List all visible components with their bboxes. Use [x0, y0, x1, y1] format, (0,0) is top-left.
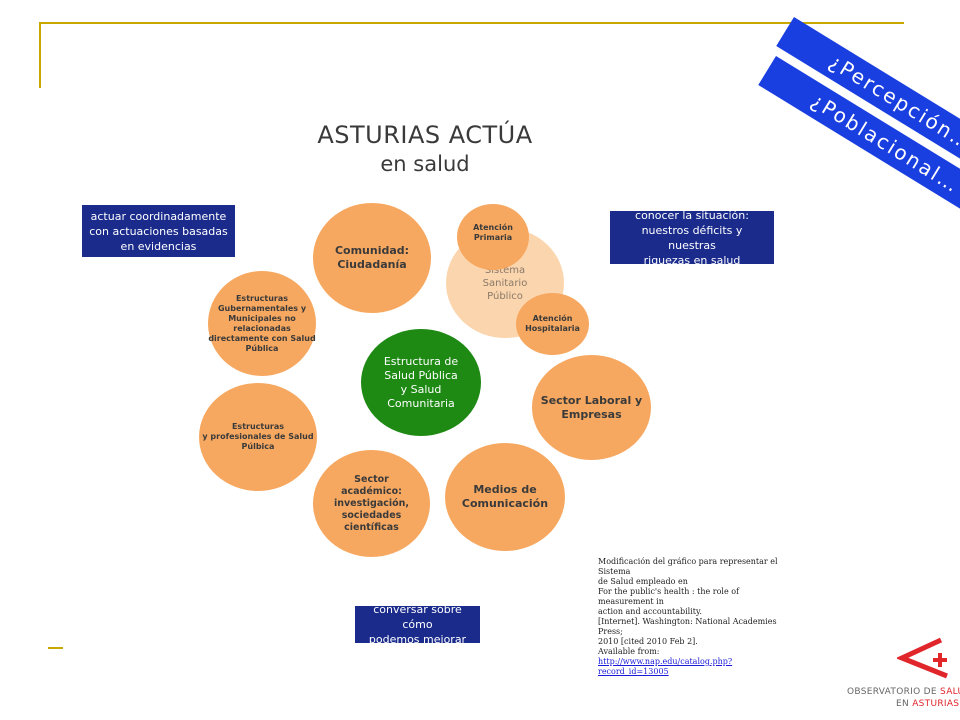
node-hospitalaria-line: Atención	[532, 314, 573, 323]
node-sector-laboral: Sector Laboral y Empresas	[532, 355, 651, 460]
box-conversar-line: podemos mejorar	[368, 633, 467, 646]
ribbon-area: ¿Percepción… ? ¿Poblacional… ?	[0, 0, 960, 210]
title-line-2: en salud	[380, 152, 470, 176]
box-actuar-line: actuar coordinadamente	[90, 209, 227, 223]
title-line-1: ASTURIAS ACTÚA	[317, 121, 533, 149]
node-prof-line: Púlbica	[241, 442, 275, 451]
node-sistema-line: Sistema	[484, 264, 526, 276]
node-central-line: Estructura de	[383, 354, 459, 368]
node-hospitalaria-line: Hospitalaria	[525, 324, 580, 333]
node-laboral-line: Sector Laboral y	[540, 393, 643, 407]
observatorio-logo: OBSERVATORIO DE SALUD EN ASTURIAS	[847, 636, 960, 714]
reference-line: [Internet]. Washington: National Academi…	[598, 617, 777, 636]
node-laboral-line: Empresas	[561, 407, 622, 421]
reference-line: Modificación del gráfico para representa…	[598, 557, 778, 576]
logo-line-1: OBSERVATORIO DE SALUD	[847, 687, 960, 697]
reference-line: action and accountability.	[598, 607, 702, 616]
box-conocer-line: conocer la situación:	[635, 208, 749, 222]
frame-top-rule	[40, 22, 904, 24]
box-conversar: conversar sobre cómo podemos mejorar	[355, 603, 480, 646]
node-estructura-salud-publica: Estructura de Salud Pública y Salud Comu…	[361, 329, 481, 436]
reference-line: de Salud empleado en	[598, 577, 688, 586]
node-medios-line: Comunicación	[461, 497, 549, 510]
frame-left-rule	[39, 22, 41, 88]
node-central-line: y Salud	[400, 382, 442, 396]
logo-line-2-prefix: EN	[896, 699, 913, 709]
node-primaria-line: Primaria	[473, 233, 513, 242]
reference-available-line: Available from: http://www.nap.edu/catal…	[598, 647, 788, 667]
box-conversar-line: conversar sobre cómo	[373, 603, 462, 631]
node-gub-line: Municipales no relacionadas	[228, 313, 296, 333]
node-comunidad-line: Comunidad:	[334, 244, 410, 257]
logo-line-1-prefix: OBSERVATORIO DE	[847, 687, 941, 697]
node-medios-line: Medios de	[473, 483, 537, 496]
reference-available-prefix: Available from:	[598, 647, 660, 656]
node-gub-line: directamente con Salud	[208, 333, 316, 343]
node-prof-line: y profesionales de Salud	[202, 432, 314, 441]
box-actuar: actuar coordinadamente con actuaciones b…	[82, 205, 235, 257]
node-academico-line: Sector	[354, 473, 389, 485]
node-comunidad-line: Ciudadanía	[337, 258, 407, 271]
box-conocer-line: nuestros déficits y nuestras	[641, 223, 743, 252]
reference-line: For the public's health : the role of me…	[598, 587, 740, 606]
node-sistema-line: Sanitario	[482, 277, 528, 289]
box-conocer-line: riquezas en salud	[643, 253, 741, 267]
node-prof-line: Estructuras	[231, 422, 285, 431]
logo-line-2-accent: ASTURIAS	[912, 699, 960, 709]
reference-line: 2010 [cited 2010 Feb 2].	[598, 637, 698, 646]
node-atencion-hospitalaria: Atención Hospitalaria	[516, 293, 589, 355]
node-atencion-primaria: Atención Primaria	[457, 204, 529, 270]
observatorio-logo-icon	[897, 637, 948, 679]
node-central-line: Comunitaria	[387, 396, 455, 410]
node-sistema-line: Público	[487, 290, 523, 302]
reference-link-continued[interactable]: record_id=13005	[598, 667, 669, 676]
node-academico-line: académico: investigación,	[333, 485, 410, 509]
frame-bottom-mark	[48, 647, 63, 649]
node-comunidad: Comunidad: Ciudadanía	[313, 203, 431, 313]
reference-link[interactable]: http://www.nap.edu/catalog.php?	[598, 657, 733, 666]
box-conocer: conocer la situación: nuestros déficits …	[610, 208, 774, 267]
node-primaria-line: Atención	[473, 223, 513, 232]
box-actuar-line: en evidencias	[120, 239, 197, 253]
node-gub-line: Gubernamentales y	[217, 303, 307, 313]
node-gub-line: Estructuras	[235, 293, 289, 303]
logo-line-1-accent: SALUD	[940, 687, 960, 697]
reference-note: Modificación del gráfico para representa…	[598, 557, 788, 677]
node-sector-academico: Sector académico: investigación, socieda…	[313, 450, 430, 557]
node-estructuras-profesionales: Estructuras y profesionales de Salud Púl…	[199, 383, 317, 491]
node-medios-comunicacion: Medios de Comunicación	[445, 443, 565, 551]
node-academico-line: sociedades científicas	[341, 509, 402, 533]
logo-line-2: EN ASTURIAS	[896, 699, 959, 709]
slide-title: ASTURIAS ACTÚA en salud	[290, 120, 560, 178]
node-estructuras-gubernamentales: Estructuras Gubernamentales y Municipale…	[208, 271, 316, 376]
node-gub-line: Pública	[245, 343, 279, 353]
box-actuar-line: con actuaciones basadas	[89, 224, 228, 238]
node-central-line: Salud Pública	[384, 368, 458, 382]
